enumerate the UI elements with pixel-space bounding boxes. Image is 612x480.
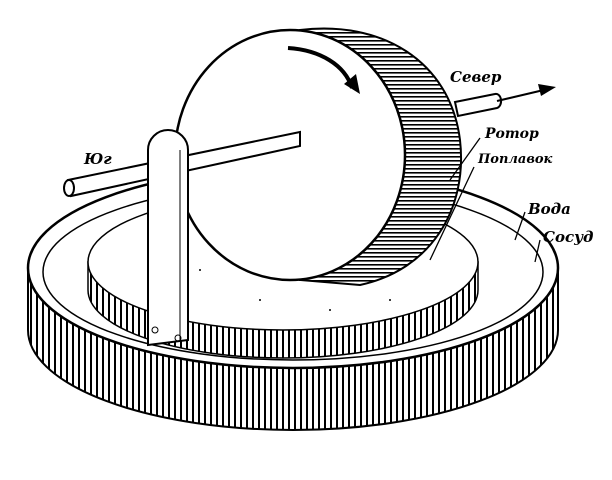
label-vessel: Сосуд [543, 228, 594, 246]
label-water: Вода [528, 200, 571, 218]
north-arrow [496, 88, 549, 102]
label-float: Поплавок [478, 152, 553, 167]
bracket [147, 129, 189, 347]
label-north: Север [450, 68, 502, 86]
leader-lines [429, 137, 541, 263]
label-rotor: Ротор [485, 126, 539, 142]
label-south: Юг [84, 150, 112, 168]
